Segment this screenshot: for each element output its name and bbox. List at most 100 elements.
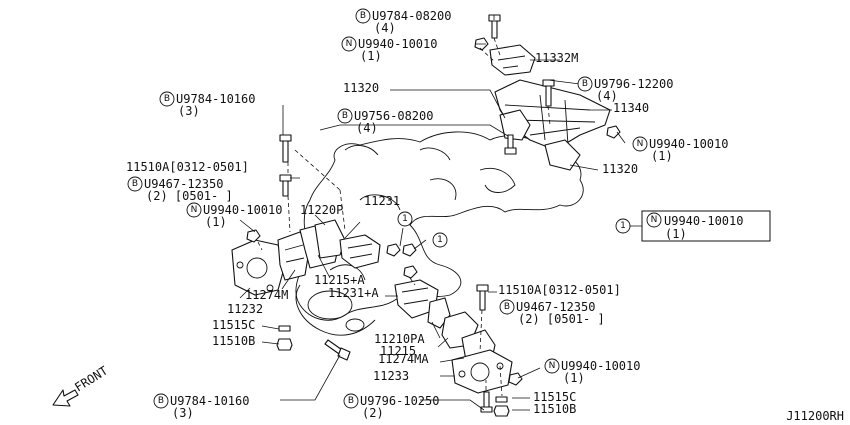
- index-marker-circle: [397, 211, 413, 227]
- callout-part-number: 11340: [613, 101, 649, 115]
- callout-part-number: 11231+A: [328, 286, 379, 300]
- callout-qty: (1): [205, 215, 227, 229]
- index-marker-text: 1: [402, 214, 408, 224]
- legend-prefix-circle: [646, 212, 662, 228]
- callout-qty: (4): [596, 89, 618, 103]
- front-label: FRONT: [72, 364, 110, 395]
- front-bracket-11232: [231, 239, 286, 296]
- front-bracket-hole: [246, 257, 268, 279]
- front-mid-bolt-head: [279, 174, 292, 182]
- callout-part-number: 11510A[0312-0501]: [126, 160, 249, 174]
- callout-prefix-circle: [186, 202, 202, 218]
- callout-qty: (1): [651, 149, 673, 163]
- diagram-id: J11200RH: [786, 409, 844, 423]
- callout-prefix: N: [549, 361, 556, 371]
- callout-prefix-circle: [153, 393, 169, 409]
- right-nut-11510b: [493, 405, 510, 417]
- right-lower-bolt-shaft: [483, 391, 490, 409]
- callout-part-number: 11515C: [212, 318, 255, 332]
- callout-qty: (2) [0501- ]: [518, 312, 605, 326]
- engine-bracket-11231-detail: [347, 243, 373, 259]
- callout-part-number: 11510A[0312-0501]: [498, 283, 621, 297]
- crossmember-ribs: [504, 94, 596, 146]
- bracket-11231-nut-b: [402, 243, 417, 257]
- index-marker-text: 1: [437, 235, 443, 245]
- callout-part-number: U9784-10160: [176, 92, 255, 106]
- callout-part-number: 11220P: [300, 203, 343, 217]
- legend-part-number: U9940-10010: [664, 214, 743, 228]
- washer-11515c: [278, 325, 291, 332]
- front-upper-bolt-shaft: [282, 139, 289, 163]
- rear-insulator-lower-11320: [544, 139, 581, 171]
- front-arrow-icon: [52, 389, 79, 407]
- callout-qty: (1): [360, 49, 382, 63]
- callout-prefix: B: [342, 111, 348, 121]
- leader-lines: [239, 15, 642, 411]
- insulator-bolt-head: [504, 147, 517, 155]
- legend-prefix: N: [651, 215, 658, 225]
- callout-prefix: B: [504, 302, 510, 312]
- callout-prefix-circle: [577, 76, 593, 92]
- callout-part-number: U9940-10010: [358, 37, 437, 51]
- callout-part-number: 11215: [380, 344, 416, 358]
- callout-prefix: B: [158, 396, 164, 406]
- legend-marker-text: 1: [620, 221, 626, 231]
- callout-part-number: U9796-12200: [594, 77, 673, 91]
- callout-qty: (4): [356, 121, 378, 135]
- index-marker-circle: [432, 232, 448, 248]
- callout-part-number: 11233: [373, 369, 409, 383]
- callout-part-number: 11274M: [245, 288, 288, 302]
- callout-prefix: B: [348, 396, 354, 406]
- callout-qty: (2): [362, 406, 384, 420]
- front-nut: [246, 229, 261, 243]
- callout-part-number: 11510B: [212, 334, 255, 348]
- front-upper-bolt-head: [279, 134, 292, 142]
- callout-part-number: 11231: [364, 194, 400, 208]
- engine-bracket-11231a-detail: [401, 287, 429, 305]
- right-upper-bolt-head: [476, 284, 489, 292]
- callout-part-number: U9940-10010: [203, 203, 282, 217]
- callout-part-number: U9467-12350: [144, 177, 223, 191]
- right-dash-lines: [409, 277, 503, 397]
- callout-qty: (4): [374, 21, 396, 35]
- callout-prefix-circle: [159, 91, 175, 107]
- callout-prefix: N: [637, 139, 644, 149]
- callout-part-number: 11215+A: [314, 273, 365, 287]
- bracket-11233-hole: [470, 362, 490, 382]
- callout-part-number: U9796-10250: [360, 394, 439, 408]
- callout-prefix-circle: [499, 299, 515, 315]
- callout-prefix: B: [360, 11, 366, 21]
- callout-qty: (3): [178, 104, 200, 118]
- callout-prefix-circle: [355, 8, 371, 24]
- callout-prefix: B: [132, 179, 138, 189]
- right-nut-11231: [403, 265, 418, 279]
- callout-prefix: N: [191, 205, 198, 215]
- callout-qty: (3): [172, 406, 194, 420]
- legend-marker-circle: [615, 218, 631, 234]
- rear-dash-lines: [479, 37, 551, 126]
- callout-part-number: U9784-08200: [372, 9, 451, 23]
- engine-front-cover: [295, 284, 376, 336]
- callout-part-number: U9467-12350: [516, 300, 595, 314]
- callout-qty: (1): [563, 371, 585, 385]
- callout-part-number: 11274MA: [378, 352, 429, 366]
- right-washer-11515c: [495, 396, 508, 403]
- front-direction-indicator: FRONT: [52, 364, 110, 407]
- legend-box: [641, 210, 771, 242]
- front-bracket-bolt-hole-a: [236, 261, 244, 269]
- top-bolt-shaft: [491, 19, 498, 39]
- callout-prefix-circle: [127, 176, 143, 192]
- right-lower-bolt-head: [480, 406, 493, 413]
- engine-block-outline: [295, 131, 584, 321]
- front-stopper-11215a: [314, 219, 346, 259]
- callout-part-number: 11332M: [535, 51, 578, 65]
- callout-part-number: U9784-10160: [170, 394, 249, 408]
- callout-part-number: 11232: [227, 302, 263, 316]
- front-dash-lines: [257, 149, 346, 251]
- callout-prefix: B: [164, 94, 170, 104]
- callout-prefix: B: [582, 79, 588, 89]
- bracket-11233-bolt-hole-a: [458, 370, 466, 378]
- callout-part-number: U9940-10010: [561, 359, 640, 373]
